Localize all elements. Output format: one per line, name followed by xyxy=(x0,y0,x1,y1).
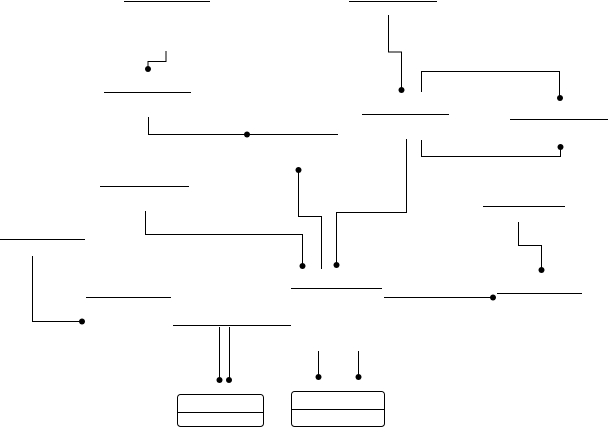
node-dot xyxy=(398,87,405,93)
node-dot xyxy=(145,66,151,72)
wire-f xyxy=(298,170,322,269)
terminal-block-left xyxy=(177,394,264,427)
node-dot xyxy=(538,267,545,273)
node-dot xyxy=(299,263,306,269)
node-dot xyxy=(355,374,362,380)
wires xyxy=(32,15,561,380)
wire-b xyxy=(388,15,402,90)
node-dot xyxy=(295,167,302,173)
wire-a xyxy=(147,51,167,69)
node-dot xyxy=(79,318,85,325)
node-dot xyxy=(315,374,322,380)
wire-e xyxy=(421,140,561,157)
node-dot xyxy=(557,95,563,101)
node-dot xyxy=(244,131,250,138)
node-dot xyxy=(216,377,223,383)
terminal-block-right xyxy=(291,391,385,427)
wire-g xyxy=(336,139,407,264)
wire-h xyxy=(145,211,303,265)
wire-j xyxy=(32,256,82,322)
node-dot xyxy=(557,144,564,150)
node-dot xyxy=(226,377,232,383)
wire-c xyxy=(421,71,560,98)
wire-d xyxy=(148,117,338,135)
node-dot xyxy=(333,262,340,268)
node-dots xyxy=(79,66,564,383)
rule-segments xyxy=(0,1,608,326)
node-dot xyxy=(490,294,496,301)
wire-i xyxy=(518,222,542,270)
